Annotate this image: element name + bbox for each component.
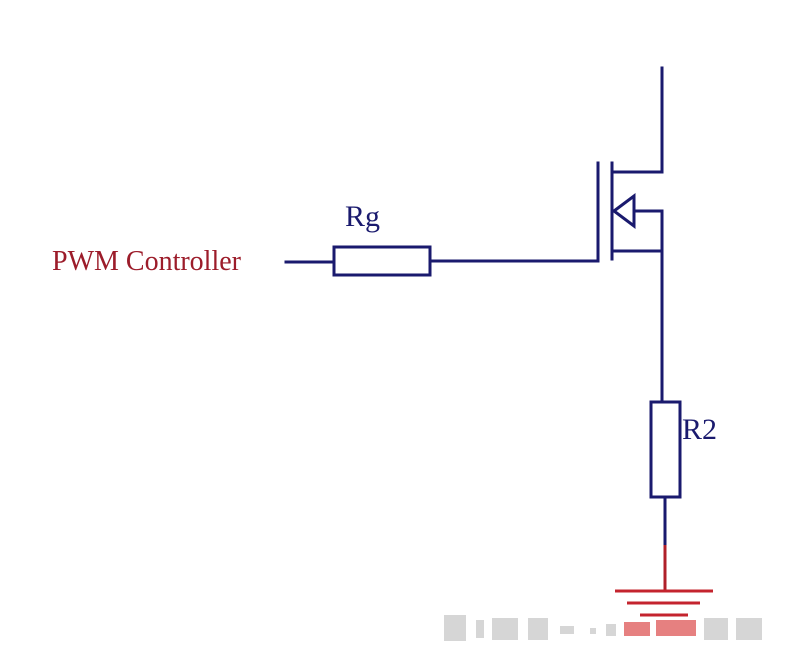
gate-resistor-label: Rg xyxy=(345,200,380,233)
drain-wire xyxy=(610,66,664,174)
mosfet-arrow-icon xyxy=(611,193,636,229)
gate-resistor-body xyxy=(332,245,432,277)
source-resistor-label: R2 xyxy=(682,413,717,446)
mosfet-body-wire xyxy=(610,209,664,253)
ground-icon xyxy=(615,589,713,617)
pwm-controller-label: PWM Controller xyxy=(52,246,242,277)
gate-wire xyxy=(428,161,600,263)
source-resistor-body xyxy=(649,400,682,499)
watermark-logo xyxy=(444,615,762,641)
